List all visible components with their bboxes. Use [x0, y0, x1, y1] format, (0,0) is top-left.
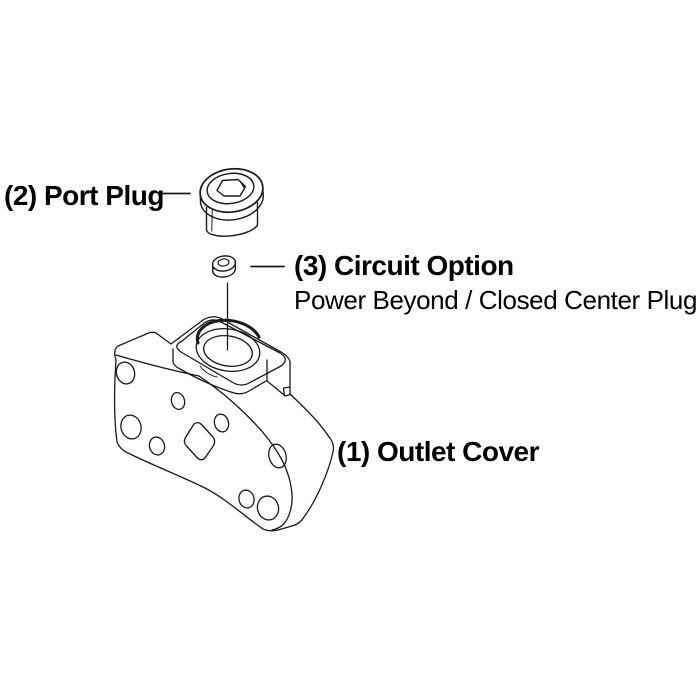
- outlet-cover-silhouette: [113, 316, 335, 532]
- outlet-cover-label: (1) Outlet Cover: [337, 436, 540, 467]
- circuit-option-subtitle: Power Beyond / Closed Center Plug: [294, 285, 698, 315]
- circuit-option-label: (3) Circuit Option: [294, 250, 514, 281]
- outlet-cover-drawing: [113, 316, 335, 532]
- hex-socket-icon: [216, 178, 247, 197]
- circuit-plug-drawing: [211, 255, 237, 278]
- port-plug-label: (2) Port Plug: [4, 180, 164, 211]
- port-plug-drawing: [199, 167, 264, 237]
